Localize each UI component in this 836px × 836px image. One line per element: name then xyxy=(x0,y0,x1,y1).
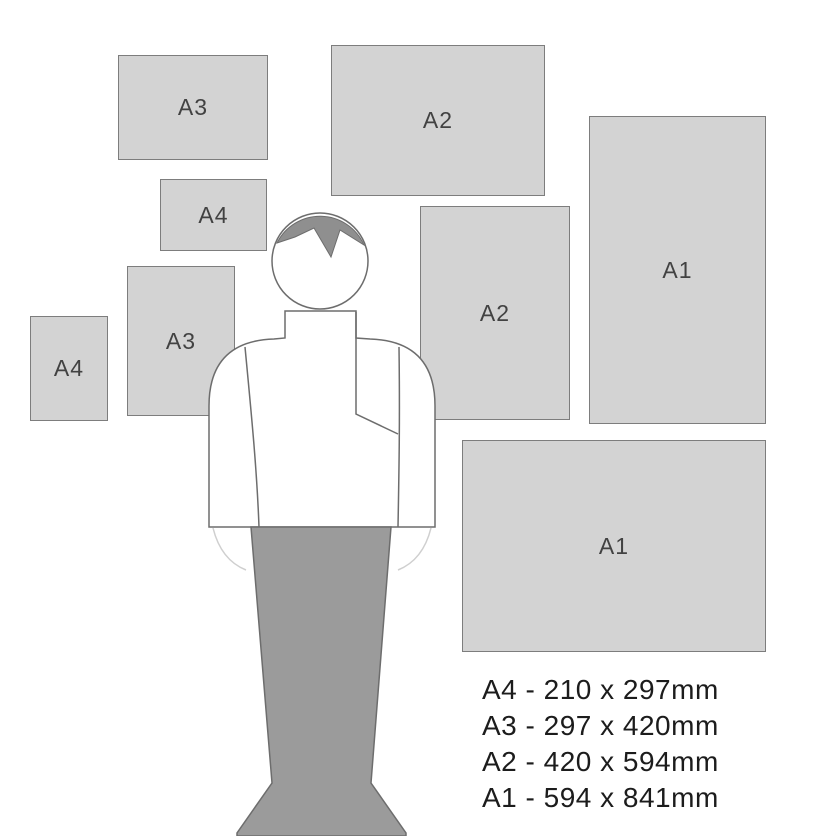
sheet-a2-landscape-top: A2 xyxy=(331,45,545,196)
sheet-a4-landscape: A4 xyxy=(160,179,267,251)
sheet-label-a1-landscape: A1 xyxy=(598,532,630,559)
sheet-a1-landscape: A1 xyxy=(462,440,766,652)
legend-line-a4: A4 - 210 x 297mm xyxy=(482,674,719,705)
sheet-label-a3-landscape: A3 xyxy=(177,94,209,120)
right-arm-line xyxy=(397,346,401,528)
legend-line-a2: A2 - 420 x 594mm xyxy=(482,746,719,777)
shirt-opening-line xyxy=(355,312,399,435)
sheet-label-a2-landscape: A2 xyxy=(422,107,454,133)
sheet-a1-portrait: A1 xyxy=(589,116,766,424)
person-hair xyxy=(276,215,366,259)
sheet-label-a1-portrait: A1 xyxy=(662,256,693,283)
sheet-a4-portrait: A4 xyxy=(30,316,108,421)
paper-size-legend: A4 - 210 x 297mm A3 - 297 x 420mm A2 - 4… xyxy=(482,672,719,816)
sheet-label-a4-landscape: A4 xyxy=(198,201,229,228)
left-arm-line xyxy=(244,346,260,528)
legend-line-a1: A1 - 594 x 841mm xyxy=(482,782,719,813)
legend-line-a3: A3 - 297 x 420mm xyxy=(482,710,719,741)
sheet-label-a3-portrait: A3 xyxy=(165,327,197,354)
jacket-hem-left xyxy=(212,527,247,571)
jacket-hem-right xyxy=(397,527,432,571)
person-skirt xyxy=(236,526,407,836)
sheet-label-a2-portrait: A2 xyxy=(479,299,511,326)
sheet-label-a4-portrait: A4 xyxy=(53,355,85,381)
sheet-a3-landscape-top: A3 xyxy=(118,55,268,160)
person-torso xyxy=(208,310,436,528)
sheet-a2-portrait: A2 xyxy=(420,206,570,420)
